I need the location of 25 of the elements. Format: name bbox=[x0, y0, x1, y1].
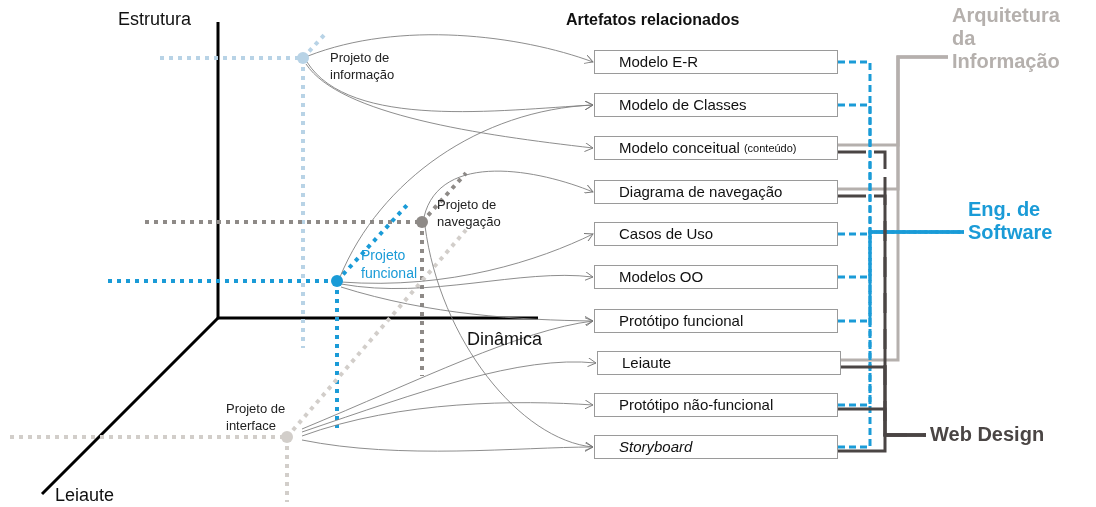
bracket-line bbox=[838, 230, 964, 407]
artifact-box: Protótipo não-funcional bbox=[594, 393, 838, 417]
artifact-box: Diagrama de navegação bbox=[594, 180, 838, 204]
point-caption: Projeto de navegação bbox=[437, 196, 502, 230]
point-caption: Projeto de interface bbox=[226, 400, 287, 434]
point-caption: Projeto funcional bbox=[361, 246, 419, 282]
artifact-box: Storyboard bbox=[594, 435, 838, 459]
group-label: Eng. de Software bbox=[968, 198, 1078, 244]
artifact-box: Modelo conceitual (conteúdo) bbox=[594, 136, 838, 160]
bracket-line bbox=[841, 55, 948, 362]
artifact-box: Casos de Uso bbox=[594, 222, 838, 246]
artifact-box: Modelo E-R bbox=[594, 50, 838, 74]
axis-label: Estrutura bbox=[118, 8, 192, 31]
group-label: Arquitetura da Informação bbox=[952, 4, 1077, 73]
column-heading: Artefatos relacionados bbox=[566, 10, 740, 30]
artifact-box: Protótipo funcional bbox=[594, 309, 838, 333]
axis-label: Dinâmica bbox=[467, 328, 543, 351]
artifact-box: Leiaute bbox=[597, 351, 841, 375]
artifact-box: Modelo de Classes bbox=[594, 93, 838, 117]
group-label: Web Design bbox=[930, 423, 1080, 446]
bracket-line bbox=[838, 230, 964, 323]
bracket-line bbox=[838, 433, 926, 453]
artifact-box: Modelos OO bbox=[594, 265, 838, 289]
point-caption: Projeto de informação bbox=[330, 49, 396, 83]
axis-label: Leiaute bbox=[55, 484, 115, 507]
